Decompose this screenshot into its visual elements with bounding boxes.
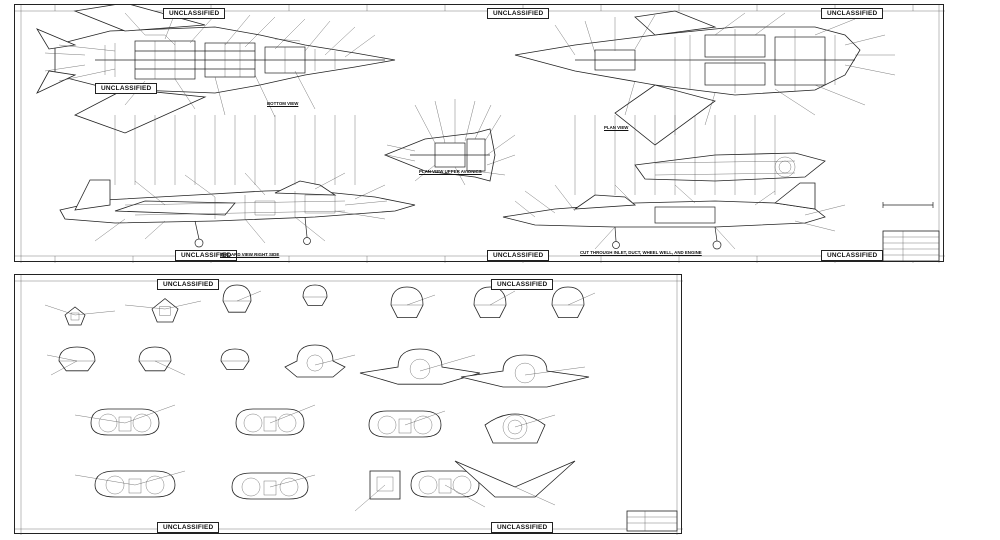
classification-stamp-lower-bottom-left: UNCLASSIFIED (157, 522, 220, 533)
classification-stamp-bottom-left: UNCLASSIFIED (175, 250, 238, 261)
inboard-view-label: INBOARD VIEW RIGHT SIDE (220, 252, 280, 257)
cut-through-side-view (502, 115, 846, 250)
upper-avionics-plan-view (383, 99, 516, 186)
inboard-view-aircraft (59, 115, 416, 248)
classification-stamp-mid-left: UNCLASSIFIED (95, 83, 158, 94)
classification-stamp-top-right: UNCLASSIFIED (821, 8, 884, 19)
classification-stamp-bottom-center: UNCLASSIFIED (487, 250, 550, 261)
upper-sheet-drawing (15, 5, 945, 263)
classification-stamp-lower-top-left: UNCLASSIFIED (157, 279, 220, 290)
cut-through-label: CUT THROUGH INLET, DUCT, WHEEL WELL, AND… (580, 250, 702, 255)
title-block-lower (626, 510, 678, 532)
title-block-upper (882, 230, 940, 262)
upper-avionics-label: PLAN VIEW UPPER AVIONICS (419, 169, 482, 174)
classification-stamp-bottom-right: UNCLASSIFIED (821, 250, 884, 261)
plan-view-aircraft (514, 10, 896, 146)
bottom-view-label: BOTTOM VIEW (267, 101, 299, 106)
classification-stamp-top-left: UNCLASSIFIED (163, 8, 226, 19)
classification-stamp-lower-bottom-right: UNCLASSIFIED (491, 522, 554, 533)
cross-sections-drawing (15, 275, 683, 535)
drawing-sheet-lower: UNCLASSIFIED UNCLASSIFIED UNCLASSIFIED U… (14, 274, 683, 535)
classification-stamp-top-center: UNCLASSIFIED (487, 8, 550, 19)
bottom-view-aircraft (36, 5, 396, 134)
plan-view-label: PLAN VIEW (604, 125, 629, 130)
classification-stamp-lower-top-right: UNCLASSIFIED (491, 279, 554, 290)
scale-bar (882, 202, 934, 208)
drawing-sheet-upper: UNCLASSIFIED UNCLASSIFIED UNCLASSIFIED U… (14, 4, 945, 263)
